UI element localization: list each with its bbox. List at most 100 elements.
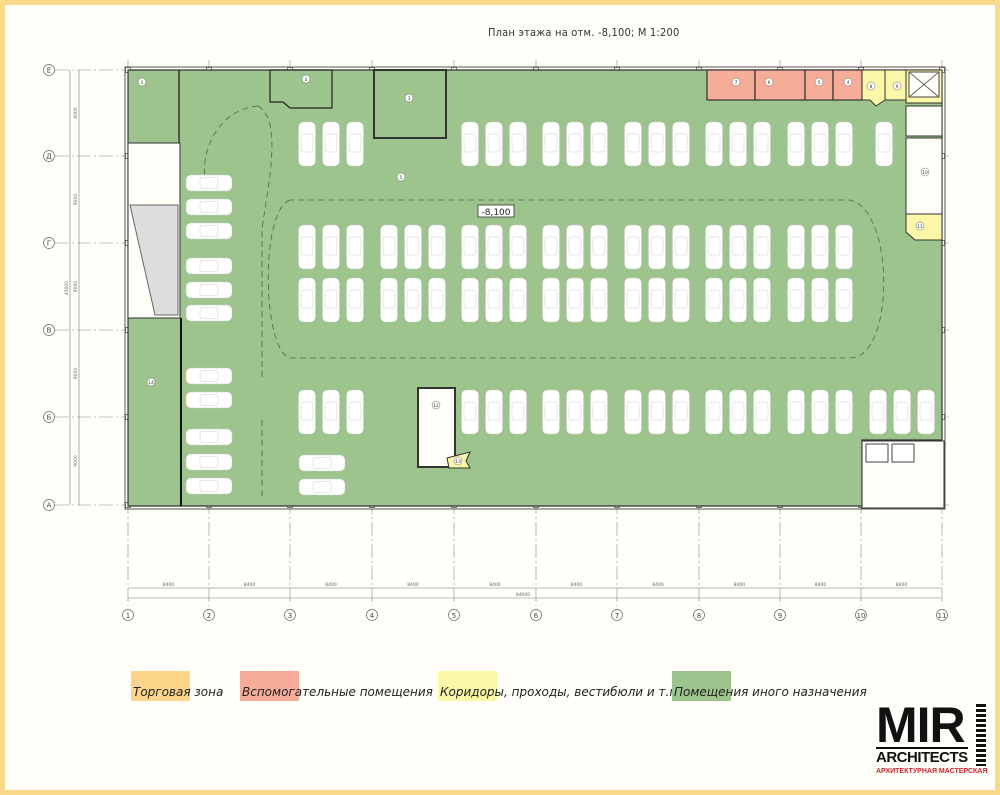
room-number-marker: [431, 400, 441, 410]
parking-car: [787, 277, 805, 323]
parking-car: [346, 121, 364, 167]
room-number: 5: [400, 175, 403, 181]
parking-car: [835, 121, 853, 167]
axis-label: 1: [126, 612, 130, 620]
room-3: [373, 69, 447, 139]
company-logo: MIR ARCHITECTS АРХИТЕКТУРНАЯ МАСТЕРСКАЯ: [876, 700, 996, 790]
dimension-label: 8400: [489, 582, 501, 588]
parking-car: [811, 121, 829, 167]
parking-car: [753, 277, 771, 323]
parking-car: [404, 277, 422, 323]
parking-car: [672, 389, 690, 435]
room-number: 4: [847, 80, 850, 86]
room-blank: [905, 105, 943, 137]
axis-bubble: [43, 499, 55, 511]
parking-car: [624, 389, 642, 435]
parking-car: [590, 121, 608, 167]
parking-car: [346, 224, 364, 270]
parking-car: [705, 121, 723, 167]
parking-car: [811, 389, 829, 435]
parking-car: [648, 121, 666, 167]
axis-label: Г: [47, 240, 51, 248]
parking-car: [835, 389, 853, 435]
room-number: 7: [735, 80, 738, 86]
axis-label: Д: [46, 153, 52, 161]
parking-car: [566, 121, 584, 167]
parking-car: [461, 277, 479, 323]
parking-car: [485, 121, 503, 167]
parking-car: [185, 304, 233, 322]
parking-car: [624, 121, 642, 167]
dimension-label: 8400: [815, 582, 827, 588]
axis-label: В: [47, 327, 52, 335]
room-number-marker: [866, 81, 876, 91]
parking-car: [917, 389, 935, 435]
room-number: 13: [455, 459, 461, 465]
parking-car: [322, 224, 340, 270]
dimension-label: 8400: [244, 582, 256, 588]
axis-bubble: [284, 609, 296, 621]
parking-car: [346, 389, 364, 435]
dimension-label: 8400: [571, 582, 583, 588]
room-number-marker: [843, 77, 853, 87]
dimension-label: 8400: [325, 582, 337, 588]
parking-car: [298, 478, 346, 496]
dimension-label: 8400: [163, 582, 175, 588]
axis-bubble: [936, 609, 948, 621]
parking-car: [753, 389, 771, 435]
parking-car: [729, 389, 747, 435]
logo-tagline: АРХИТЕКТУРНАЯ МАСТЕРСКАЯ: [876, 768, 988, 775]
parking-car: [672, 224, 690, 270]
parking-car: [624, 224, 642, 270]
parking-car: [461, 224, 479, 270]
parking-car: [185, 391, 233, 409]
room-number: 6: [768, 80, 771, 86]
parking-car: [875, 121, 893, 167]
axis-bubble: [122, 609, 134, 621]
legend-label: Помещения иного назначения: [674, 685, 867, 699]
room-number-marker: [146, 377, 156, 387]
parking-car: [590, 389, 608, 435]
room-5: [804, 69, 834, 101]
parking-car: [590, 277, 608, 323]
parking-car: [380, 277, 398, 323]
legend-swatch: [672, 671, 731, 701]
parking-car: [428, 277, 446, 323]
parking-car: [404, 224, 422, 270]
axis-bubble: [203, 609, 215, 621]
dimension-label: 8400: [734, 582, 746, 588]
axis-bubble: [611, 609, 623, 621]
drawing-title: План этажа на отм. -8,100; М 1:200: [488, 26, 680, 39]
parking-car: [322, 389, 340, 435]
parking-car: [787, 389, 805, 435]
parking-car: [835, 224, 853, 270]
axis-label: 2: [207, 612, 211, 620]
room-number-marker: [764, 77, 774, 87]
axis-bubble: [43, 64, 55, 76]
room-number-marker: [892, 81, 902, 91]
parking-car: [624, 277, 642, 323]
parking-car: [787, 224, 805, 270]
axis-bubble: [43, 411, 55, 423]
legend-label: Торговая зона: [133, 685, 224, 699]
room-number: 3: [408, 96, 411, 102]
axis-label: 4: [370, 612, 375, 620]
room-number-marker: [920, 167, 930, 177]
room-number: 5: [818, 80, 821, 86]
parking-car: [590, 224, 608, 270]
parking-car: [729, 224, 747, 270]
axis-label: Б: [47, 414, 52, 422]
parking-car: [185, 453, 233, 471]
parking-car: [380, 224, 398, 270]
parking-car: [298, 389, 316, 435]
parking-car: [185, 174, 233, 192]
axis-label: А: [47, 502, 52, 510]
room-number-marker: [915, 221, 925, 231]
parking-car: [346, 277, 364, 323]
parking-car: [485, 389, 503, 435]
room-number: 12: [433, 403, 439, 409]
parking-car: [509, 121, 527, 167]
parking-car: [461, 121, 479, 167]
dimension-label: 8400: [896, 582, 908, 588]
parking-car: [542, 224, 560, 270]
